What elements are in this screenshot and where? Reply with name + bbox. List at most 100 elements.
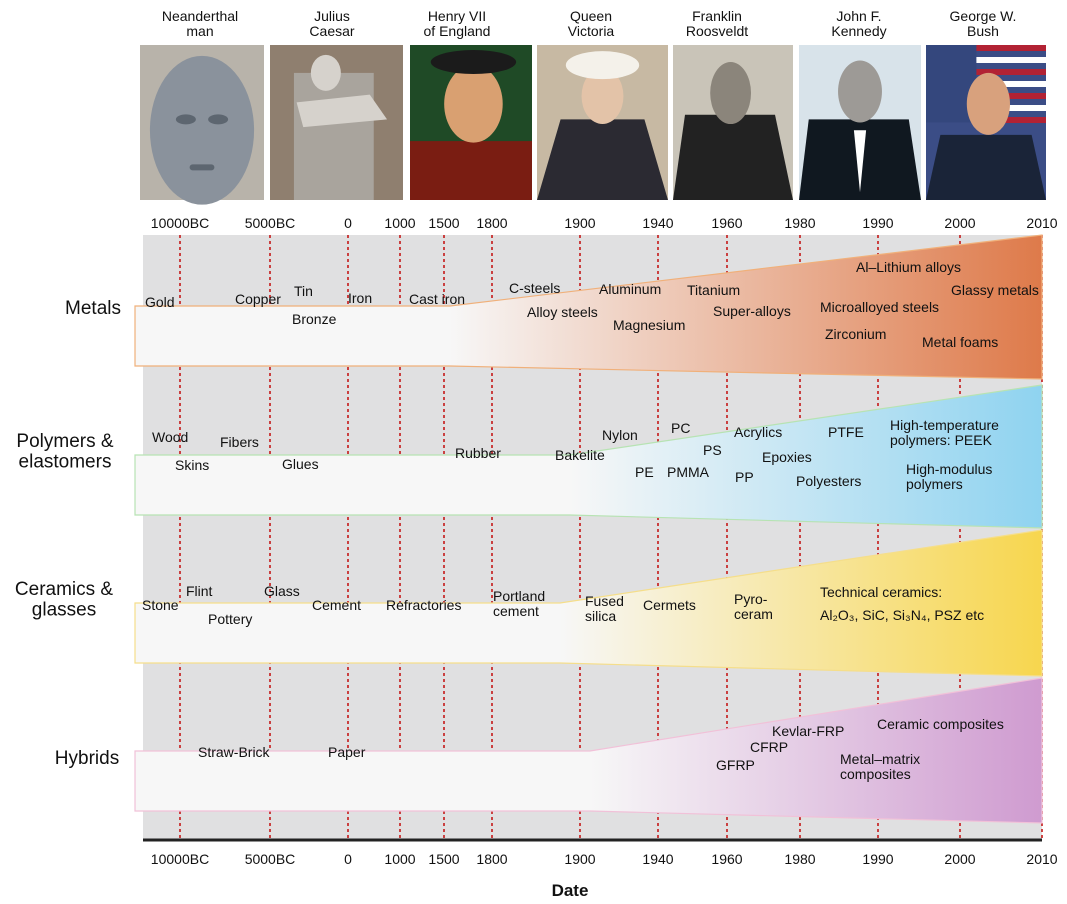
- portrait-title: Queen Victoria: [567, 8, 615, 39]
- material-label: Straw-Brick: [198, 744, 271, 760]
- top-tick-label: 1900: [564, 215, 595, 231]
- material-label: Titanium: [687, 282, 740, 298]
- bottom-tick-label: 1500: [428, 851, 459, 867]
- material-label: C-steels: [509, 280, 560, 296]
- top-tick-label: 5000BC: [245, 215, 296, 231]
- material-label: PE: [635, 464, 654, 480]
- material-label: Epoxies: [762, 449, 812, 465]
- material-label: Iron: [348, 290, 372, 306]
- material-label: Wood: [152, 429, 188, 445]
- bottom-tick-label: 1960: [711, 851, 742, 867]
- material-label: Pyro-ceram: [734, 591, 773, 622]
- material-band-3: [134, 529, 1043, 677]
- bottom-tick-label: 5000BC: [245, 851, 296, 867]
- portrait-7: [926, 45, 1046, 200]
- material-label: Kevlar-FRP: [772, 723, 844, 739]
- material-label: Cement: [312, 597, 361, 613]
- material-label: Ceramic composites: [877, 716, 1004, 732]
- bottom-tick-label: 1800: [476, 851, 507, 867]
- band-label: Polymers &elastomers: [16, 431, 113, 473]
- portrait-title: Julius Caesar: [309, 8, 355, 39]
- bottom-tick-label: 0: [344, 851, 352, 867]
- material-label: Aluminum: [599, 281, 661, 297]
- portrait-5: [673, 45, 793, 200]
- material-label: Acrylics: [734, 424, 782, 440]
- material-label: Rubber: [455, 445, 501, 461]
- material-label: Gold: [145, 294, 175, 310]
- material-label: Refractories: [386, 597, 461, 613]
- material-label: Magnesium: [613, 317, 685, 333]
- material-label: Cast iron: [409, 291, 465, 307]
- top-tick-label: 1990: [862, 215, 893, 231]
- material-label: PP: [735, 469, 754, 485]
- material-label: Nylon: [602, 427, 638, 443]
- band-label: Hybrids: [55, 748, 119, 769]
- top-tick-label: 1940: [642, 215, 673, 231]
- material-label: PC: [671, 420, 690, 436]
- axis-title: Date: [552, 881, 589, 900]
- material-label: Paper: [328, 744, 366, 760]
- material-label: Bakelite: [555, 447, 605, 463]
- material-label: Pottery: [208, 611, 252, 627]
- material-label: Fibers: [220, 434, 259, 450]
- top-tick-label: 1960: [711, 215, 742, 231]
- portrait-3: [410, 45, 532, 200]
- bottom-tick-label: 1940: [642, 851, 673, 867]
- material-label: PTFE: [828, 424, 864, 440]
- bottom-tick-label: 10000BC: [151, 851, 209, 867]
- material-label: Metal foams: [922, 334, 998, 350]
- material-label: Al–Lithium alloys: [856, 259, 961, 275]
- date-gridlines: [179, 235, 1043, 839]
- material-band-4: [134, 677, 1043, 824]
- bottom-tick-label: 1980: [784, 851, 815, 867]
- material-label: PS: [703, 442, 722, 458]
- material-label: Microalloyed steels: [820, 299, 939, 315]
- material-label: GFRP: [716, 757, 755, 773]
- top-tick-label: 2000: [944, 215, 975, 231]
- top-tick-label: 1980: [784, 215, 815, 231]
- portrait-2: [270, 45, 403, 200]
- date-axis: 10000BC10000BC5000BC5000BC00100010001500…: [143, 215, 1058, 900]
- bottom-tick-label: 2000: [944, 851, 975, 867]
- material-label: Super-alloys: [713, 303, 791, 319]
- top-tick-label: 1000: [384, 215, 415, 231]
- portrait-row: [140, 45, 1046, 205]
- bottom-tick-label: 1990: [862, 851, 893, 867]
- portrait-4: [537, 45, 668, 200]
- portrait-title: George W. Bush: [949, 8, 1017, 39]
- material-label: PMMA: [667, 464, 710, 480]
- material-band-2: [134, 384, 1043, 529]
- band-label: Metals: [65, 298, 121, 319]
- material-label: Bronze: [292, 311, 337, 327]
- top-tick-label: 10000BC: [151, 215, 209, 231]
- top-tick-label: 1500: [428, 215, 459, 231]
- material-label: Glues: [282, 456, 319, 472]
- band-label: Ceramics &glasses: [15, 579, 114, 621]
- material-band-1: [134, 234, 1043, 380]
- material-label: Glass: [264, 583, 300, 599]
- material-label: Technical ceramics:: [820, 584, 942, 600]
- material-label: Skins: [175, 457, 209, 473]
- material-label: Polyesters: [796, 473, 861, 489]
- top-tick-label: 1800: [476, 215, 507, 231]
- bottom-tick-label: 2010: [1026, 851, 1057, 867]
- material-label: Al₂O₃, SiC, Si₃N₄, PSZ etc: [820, 607, 984, 623]
- material-label: Tin: [294, 283, 313, 299]
- material-label: Cermets: [643, 597, 696, 613]
- portrait-6: [799, 45, 921, 200]
- material-label: Zirconium: [825, 326, 886, 342]
- portrait-title: Henry VII of England: [423, 8, 491, 39]
- material-label: CFRP: [750, 739, 788, 755]
- portrait-title: Neanderthal man: [161, 8, 239, 39]
- top-tick-label: 2010: [1026, 215, 1057, 231]
- material-label: Copper: [235, 291, 281, 307]
